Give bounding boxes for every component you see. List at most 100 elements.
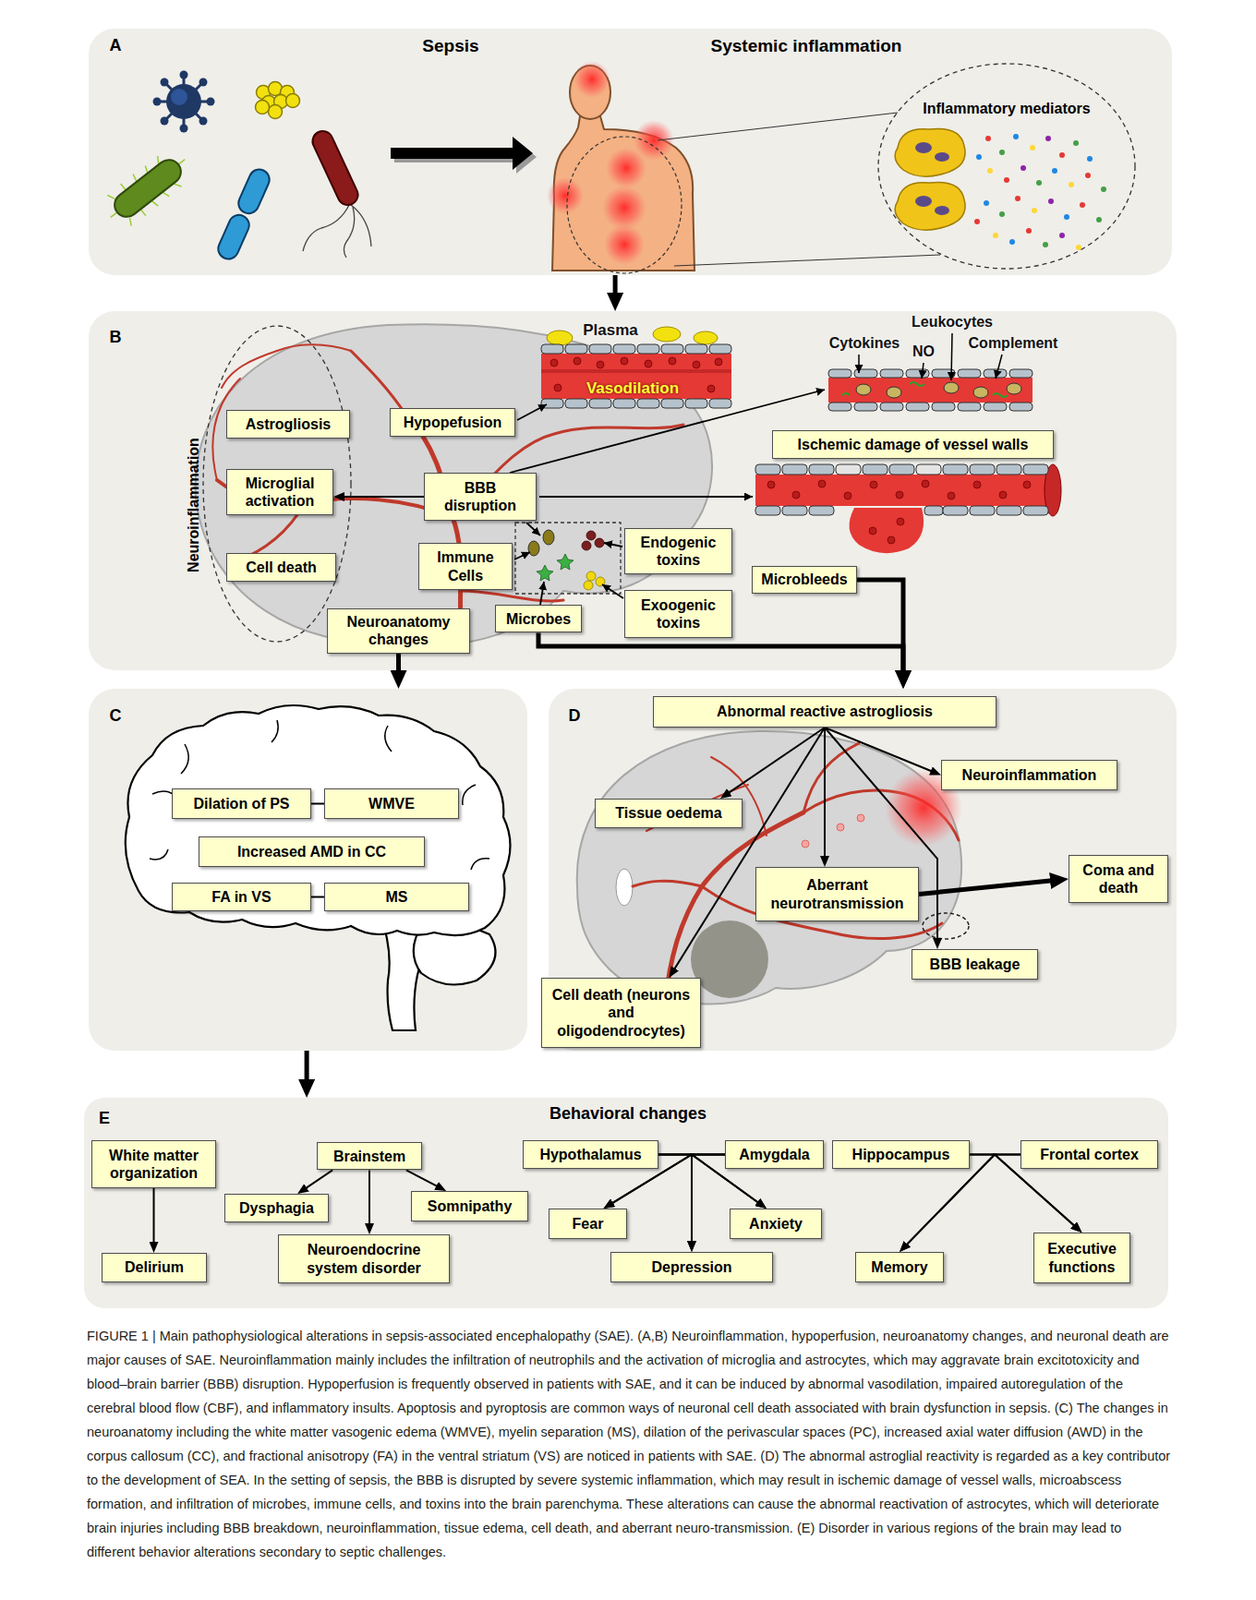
node-text: Cell death xyxy=(232,558,330,577)
vessel-inflamed xyxy=(905,402,930,411)
vessel-inflamed xyxy=(828,402,852,411)
panel-ground xyxy=(88,311,1177,671)
node-text: Astrogliosis xyxy=(232,415,344,434)
vessel-plasma xyxy=(596,361,604,369)
vessel-plasma xyxy=(709,344,732,354)
connector-arrow xyxy=(658,1155,692,1250)
human-torso xyxy=(674,254,941,266)
mediator-dots xyxy=(1042,241,1049,248)
dashed-ellipse: NeuroinflammationAstrogliosisMicroglial … xyxy=(181,323,353,645)
mediator-dots xyxy=(1029,144,1036,151)
connector-arrow xyxy=(723,727,825,798)
process-box: Abnormal reactive astrogliosis xyxy=(652,696,997,728)
vessel-ischemic xyxy=(999,491,1007,499)
node-text: Microbleeds xyxy=(758,570,851,589)
vessel-plasma xyxy=(685,398,708,409)
infiltration-box xyxy=(594,538,604,548)
vessel-plasma xyxy=(709,398,732,409)
process-box: MS xyxy=(324,882,470,912)
mediator-dots xyxy=(974,133,1107,251)
vessel-ischemic xyxy=(869,481,878,489)
pointer-arrow xyxy=(539,495,753,498)
process-box: Delirium xyxy=(101,1253,207,1283)
vessel-ischemic xyxy=(969,464,995,475)
connector-arrow xyxy=(300,1170,333,1192)
vessel-ischemic xyxy=(942,464,968,475)
process-box: Neuroanatomy changes xyxy=(326,608,471,654)
mediator-dots xyxy=(1059,232,1065,239)
panel-ground xyxy=(88,688,528,1051)
vessel-ischemic xyxy=(818,480,826,488)
connector-arrow xyxy=(337,495,424,498)
infiltration-box xyxy=(581,541,592,551)
panel-ground xyxy=(88,28,1172,276)
vessel-plasma xyxy=(693,331,718,345)
vessel-plasma xyxy=(550,359,558,367)
process-box: Amygdala xyxy=(724,1140,824,1170)
node-text: WMVE xyxy=(330,795,453,813)
vessel-ischemic xyxy=(849,507,925,554)
brain-sagittal xyxy=(385,725,392,752)
node-text: Anxiety xyxy=(736,1215,816,1233)
vessel-inflamed xyxy=(983,402,1007,411)
vessel-ischemic xyxy=(921,480,930,488)
node-text: BBB disruption xyxy=(430,479,531,515)
mediator-dots xyxy=(1051,168,1058,174)
process-box: WMVE xyxy=(324,788,459,820)
process-box: Cell death (neurons and oligodendrocytes… xyxy=(541,978,701,1049)
node-text: Neuroendocrine system disorder xyxy=(284,1241,444,1277)
brain-sagittal xyxy=(125,705,511,936)
vessel-inflamed xyxy=(951,333,953,381)
mediator-dots xyxy=(1079,202,1086,208)
figure-label: Plasma xyxy=(582,322,639,340)
connector-arrow xyxy=(368,1170,371,1232)
vessel-plasma xyxy=(692,361,701,369)
connector-arrow xyxy=(153,1188,156,1250)
panel-heading: Behavioral changes xyxy=(549,1105,707,1124)
microbes xyxy=(199,117,208,126)
mediator-dots xyxy=(992,232,999,239)
vessel-plasma xyxy=(637,344,660,354)
vessel-ischemic xyxy=(755,506,781,516)
mediator-dots xyxy=(1048,198,1054,205)
vessel-plasma xyxy=(565,398,588,409)
infiltration-box xyxy=(586,571,596,581)
vessel-ischemic xyxy=(1023,481,1031,489)
human-torso xyxy=(657,112,898,141)
vessel-inflamed xyxy=(880,402,904,411)
vessel-ischemic xyxy=(755,464,781,475)
vessel-inflamed xyxy=(854,402,878,411)
infiltration-box xyxy=(583,580,593,591)
panel-band: ASepsisSystemic inflammationInflammatory… xyxy=(88,28,1172,276)
panel-band: EBehavioral changesWhite matter organiza… xyxy=(84,1098,1169,1309)
brain-lateral xyxy=(836,823,845,832)
panel-ground xyxy=(548,688,1177,1051)
vessel-ischemic xyxy=(767,481,775,489)
vessel-ischemic xyxy=(924,506,943,516)
brain-lateral xyxy=(803,743,859,813)
microbes xyxy=(215,211,253,263)
mediator-dots xyxy=(1031,207,1038,214)
brain-lateral xyxy=(801,814,865,848)
immune-cells xyxy=(934,152,950,162)
panel-heading: E xyxy=(98,1110,110,1129)
vessel-ischemic xyxy=(916,464,942,475)
process-box: Dilation of PS xyxy=(171,788,312,820)
node-text: Aberrant neurotransmission xyxy=(761,876,913,912)
node-text: Immune Cells xyxy=(424,548,507,584)
microbes xyxy=(180,124,189,133)
vessel-ischemic xyxy=(996,464,1022,475)
vessel-plasma xyxy=(652,326,681,342)
vessel-plasma xyxy=(565,344,588,354)
pointer-arrow xyxy=(514,552,531,560)
mediator-dots xyxy=(976,154,982,160)
vessel-ischemic xyxy=(767,480,1031,544)
figure-caption: FIGURE 1 | Main pathophysiological alter… xyxy=(86,1324,1172,1565)
vessel-ischemic xyxy=(782,506,808,516)
figure-label: Vasodilation xyxy=(586,380,679,399)
process-box: Hippocampus xyxy=(832,1140,970,1170)
brain-sagittal xyxy=(181,744,189,774)
microbes xyxy=(153,97,162,107)
human-torso xyxy=(546,177,584,215)
